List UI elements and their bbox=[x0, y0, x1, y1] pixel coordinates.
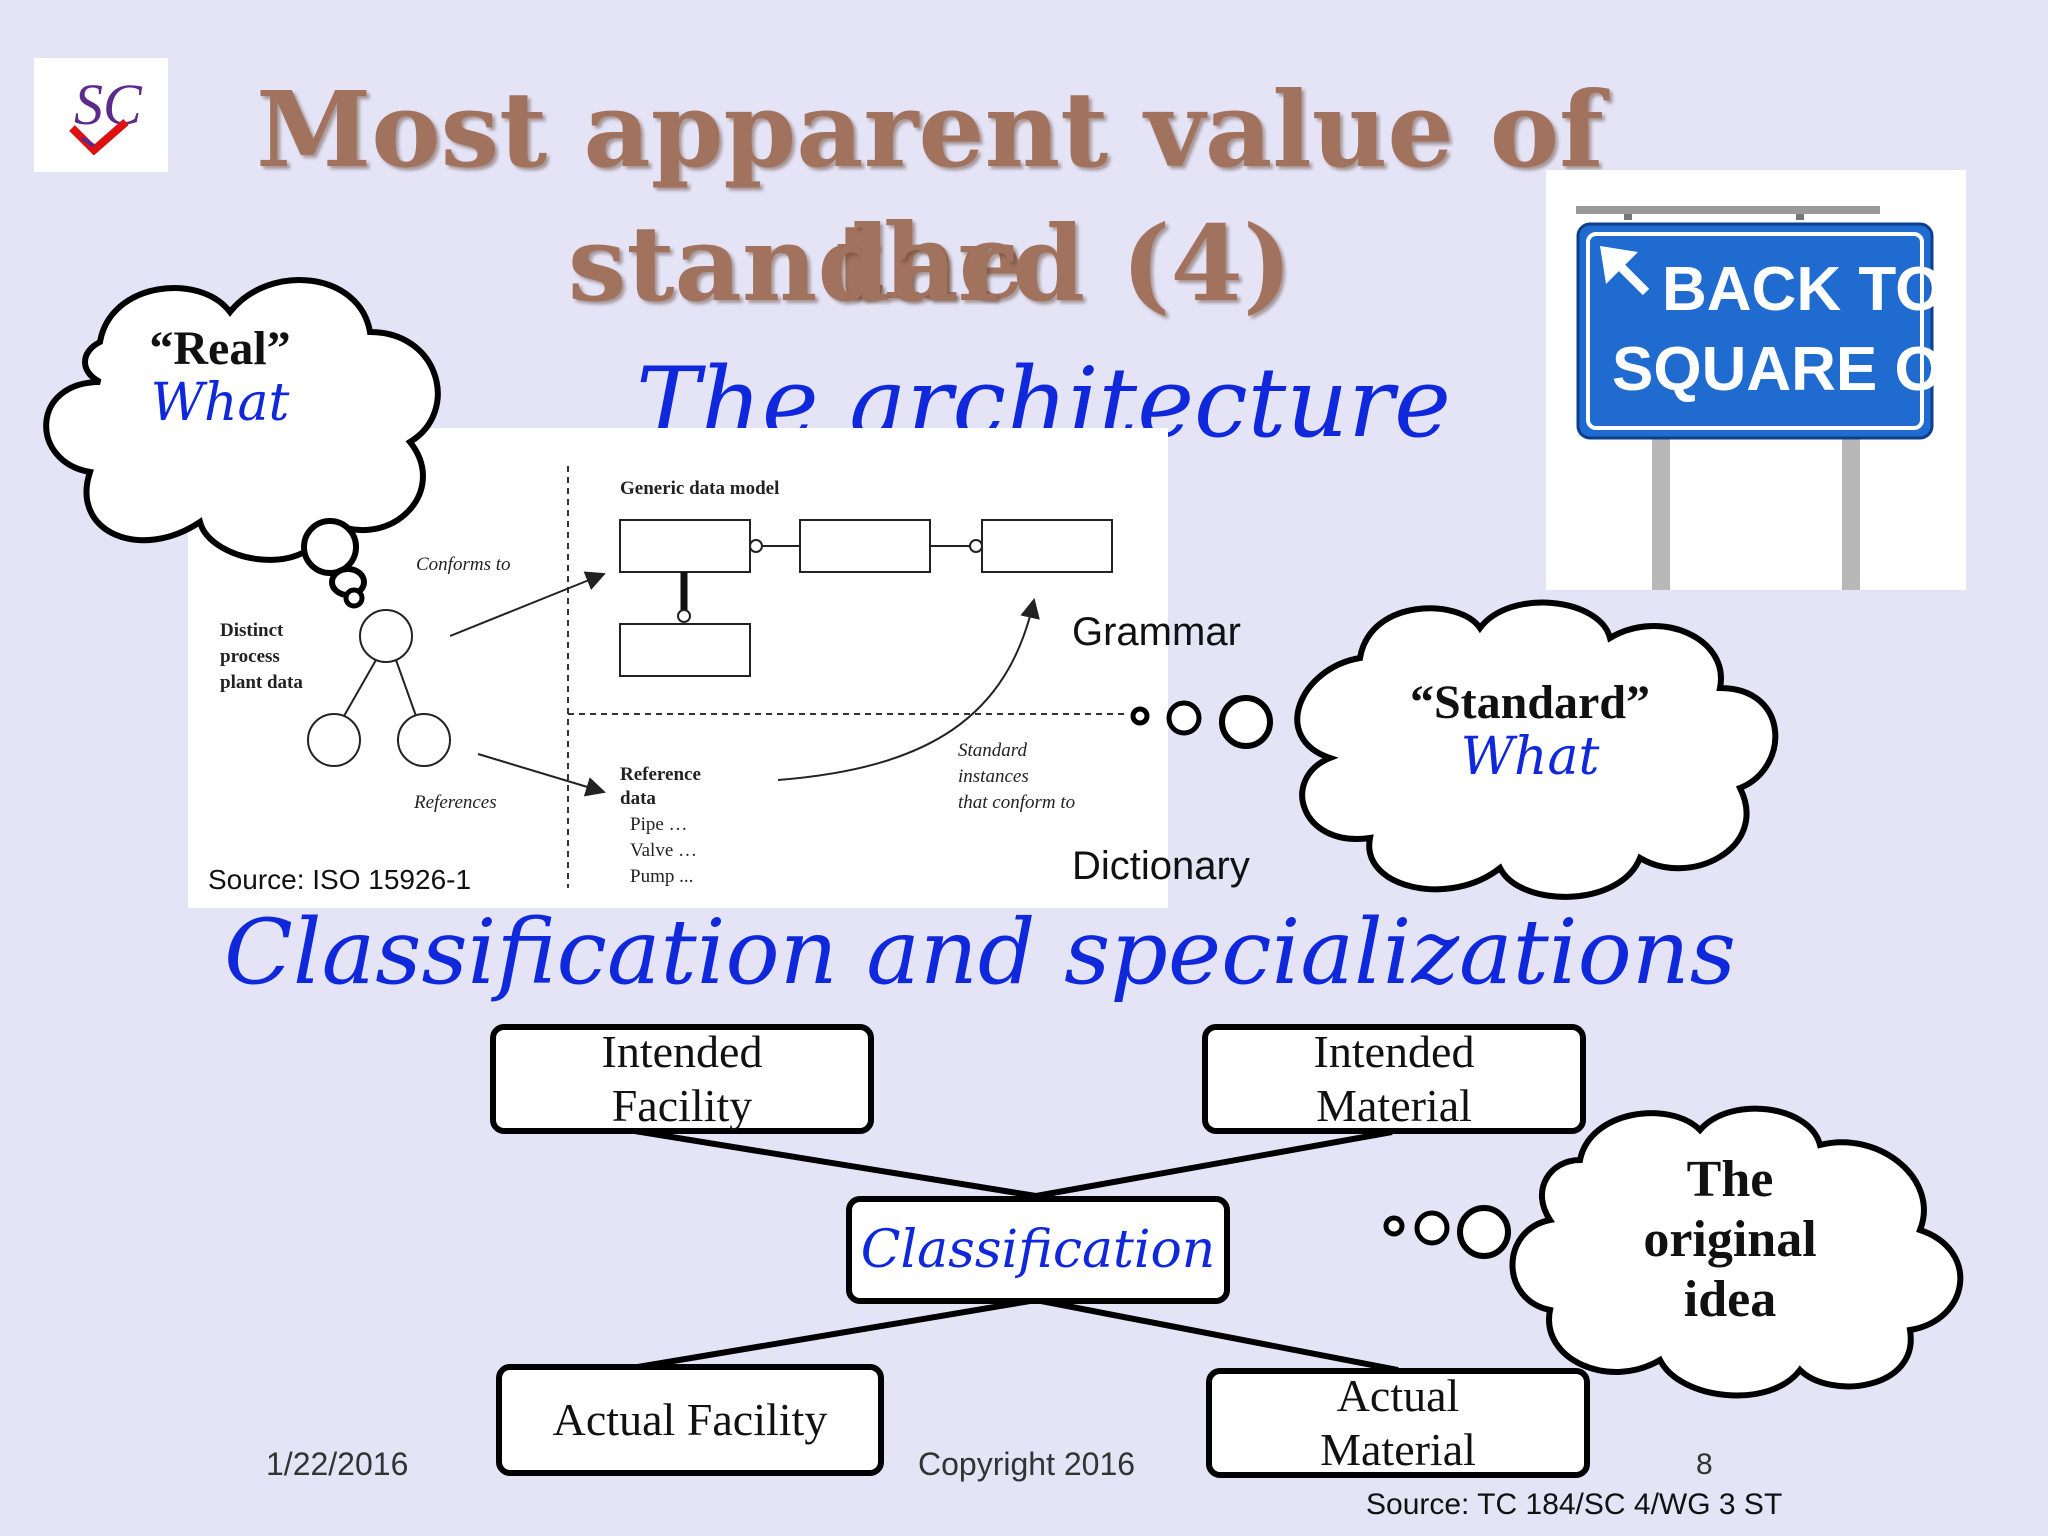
cloud-shape bbox=[1383, 1105, 1964, 1399]
intended-facility-line1: Intended bbox=[601, 1026, 763, 1077]
intended-material-line2: Material bbox=[1316, 1080, 1472, 1131]
grammar-label: Grammar bbox=[1072, 610, 1241, 654]
standard-quote: “Standard” bbox=[1409, 676, 1651, 729]
reference-data-line1: Reference bbox=[620, 764, 701, 785]
actual-facility-box: Actual Facility bbox=[496, 1364, 884, 1476]
slide-title-line2: standard (4) bbox=[567, 202, 1293, 325]
reference-item-pump: Pump ... bbox=[630, 866, 693, 887]
original-line3: idea bbox=[1683, 1271, 1777, 1328]
slide-title-line1: Most apparent value of the bbox=[256, 68, 1604, 323]
iso-architecture-figure: Generic data model Distinct process plan… bbox=[188, 428, 1168, 908]
footer-source: Source: TC 184/SC 4/WG 3 ST bbox=[1366, 1488, 1783, 1521]
section-heading-classification: Classification and specializations bbox=[224, 900, 1736, 1005]
cloud-shape bbox=[43, 277, 441, 609]
classification-center-label: Classification bbox=[860, 1220, 1216, 1280]
reference-item-pipe: Pipe … bbox=[630, 814, 688, 835]
footer-copyright: Copyright 2016 bbox=[918, 1446, 1136, 1482]
back-to-square-one-sign: BACK TO SQUARE ONE bbox=[1546, 170, 2029, 590]
thought-cloud-real-what: “Real” What bbox=[30, 262, 470, 612]
standard-what: What bbox=[1460, 727, 1600, 787]
reference-item-valve: Valve … bbox=[630, 840, 697, 861]
distinct-line2: process bbox=[220, 646, 280, 667]
generic-data-model-label: Generic data model bbox=[620, 478, 779, 499]
standard-instances-line1: Standard bbox=[958, 740, 1027, 761]
iso-source-label: Source: ISO 15926-1 bbox=[208, 864, 472, 895]
cloud-shape bbox=[1130, 599, 1779, 900]
references-label: References bbox=[413, 792, 497, 813]
sign-line2: SQUARE ONE bbox=[1612, 335, 1966, 404]
intended-facility-line2: Facility bbox=[611, 1080, 753, 1131]
model-box bbox=[981, 519, 1113, 573]
intended-facility-box: Intended Facility bbox=[490, 1024, 874, 1134]
original-line2: original bbox=[1643, 1211, 1817, 1268]
footer-date: 1/22/2016 bbox=[266, 1446, 409, 1482]
footer-page-number: 8 bbox=[1696, 1448, 1713, 1481]
intended-material-line1: Intended bbox=[1313, 1026, 1475, 1077]
original-line1: The bbox=[1686, 1151, 1774, 1208]
actual-material-box: Actual Material bbox=[1206, 1368, 1590, 1478]
distinct-line1: Distinct bbox=[220, 620, 284, 641]
logo-text: SC bbox=[74, 72, 143, 137]
logo-mark: SC bbox=[69, 72, 143, 156]
intended-material-box: Intended Material bbox=[1202, 1024, 1586, 1134]
thought-cloud-original-idea: The original idea bbox=[1380, 1100, 2000, 1400]
actual-material-line2: Material bbox=[1320, 1424, 1476, 1475]
conforms-to-label: Conforms to bbox=[416, 554, 511, 575]
actual-material-line1: Actual bbox=[1336, 1370, 1460, 1421]
actual-facility-label: Actual Facility bbox=[552, 1394, 828, 1445]
standard-instances-line2: instances bbox=[958, 766, 1029, 787]
model-box bbox=[619, 519, 751, 573]
real-what: What bbox=[150, 373, 290, 433]
reference-data-line2: data bbox=[620, 788, 656, 809]
distinct-line3: plant data bbox=[220, 672, 303, 693]
thought-cloud-standard-what: “Standard” What bbox=[1130, 588, 1850, 908]
model-box bbox=[619, 623, 751, 677]
sign-line1: BACK TO bbox=[1662, 255, 1943, 324]
original-idea-text: The original idea bbox=[1580, 1150, 1880, 1330]
classification-box: Classification bbox=[846, 1196, 1230, 1304]
logo: SC bbox=[34, 58, 168, 172]
dictionary-label: Dictionary bbox=[1072, 844, 1250, 888]
standard-instances-line3: that conform to bbox=[958, 792, 1075, 813]
real-quote: “Real” bbox=[149, 322, 291, 375]
model-box bbox=[799, 519, 931, 573]
